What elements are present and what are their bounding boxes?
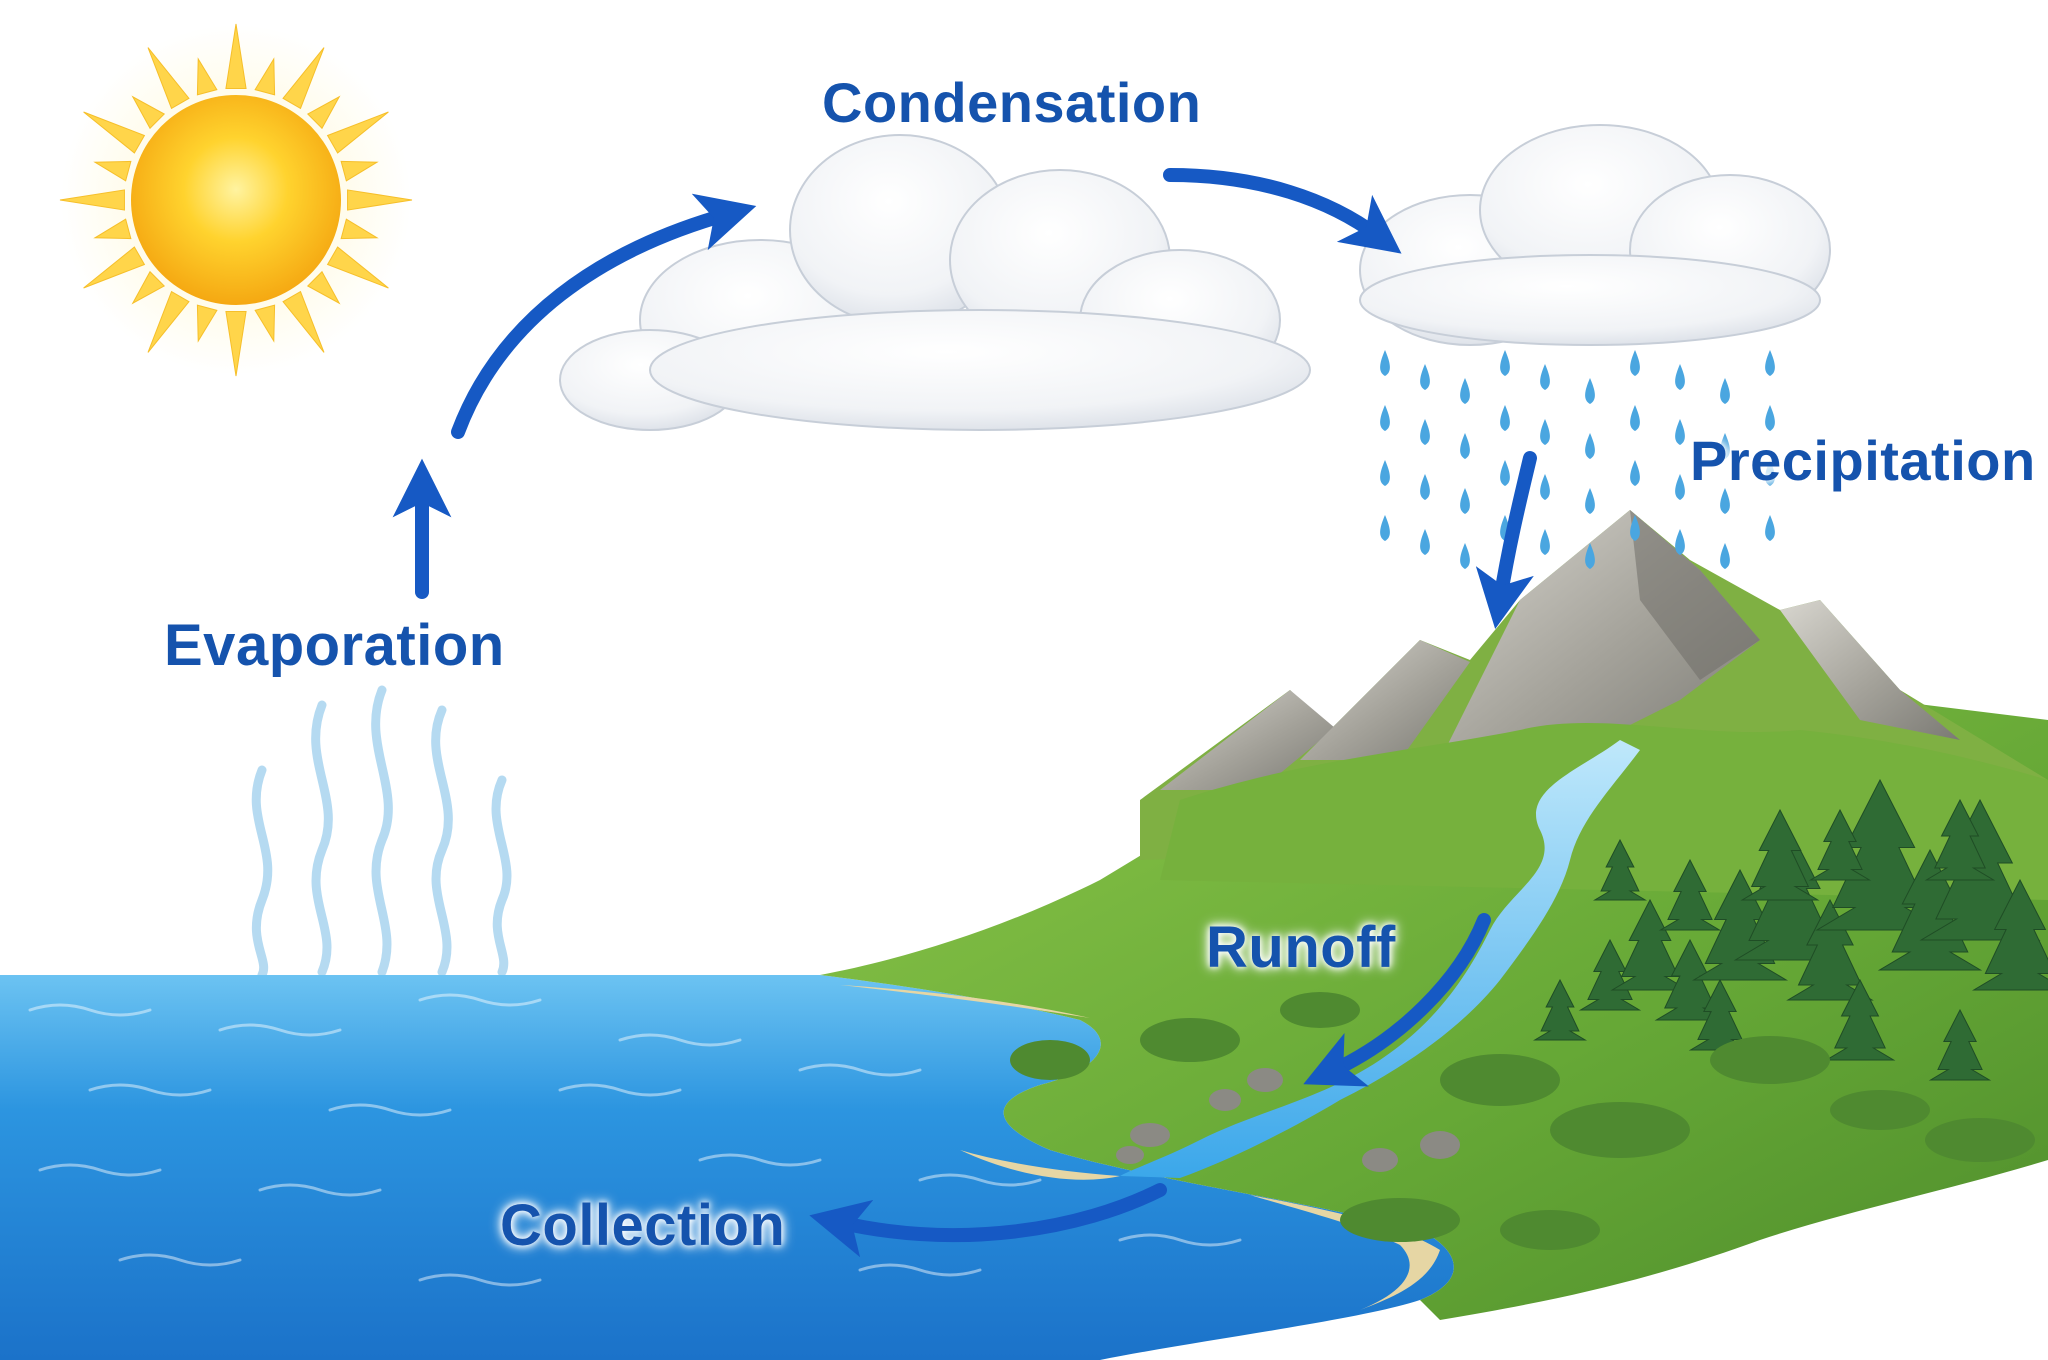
- sun-ray: [282, 290, 325, 353]
- raindrop: [1675, 529, 1685, 555]
- raindrop: [1720, 433, 1730, 459]
- raindrop: [1460, 543, 1470, 569]
- raindrop: [1420, 474, 1430, 500]
- raindrop: [1675, 419, 1685, 445]
- raindrop: [1585, 488, 1595, 514]
- label-evaporation: Evaporation: [164, 613, 505, 678]
- raindrop: [1675, 474, 1685, 500]
- tree: [1786, 898, 1874, 1001]
- tree: [1592, 838, 1648, 901]
- tree: [1928, 1008, 1992, 1081]
- raindrop: [1675, 364, 1685, 390]
- ocean: [0, 975, 1454, 1360]
- raindrop: [1460, 433, 1470, 459]
- tree: [1824, 978, 1896, 1061]
- sun-icon: [59, 23, 413, 377]
- raindrop: [1380, 515, 1390, 541]
- raindrop: [1585, 378, 1595, 404]
- sun-ray: [131, 95, 166, 130]
- tree: [1610, 898, 1690, 991]
- label-collection: Collection: [500, 1193, 786, 1258]
- raindrop: [1380, 405, 1390, 431]
- sun-ray: [225, 311, 247, 377]
- cloud-icon: [559, 124, 1831, 431]
- arrow-icon: [392, 168, 1537, 1258]
- raindrop: [1765, 350, 1775, 376]
- tree: [1578, 938, 1642, 1011]
- sun-ray: [59, 189, 125, 211]
- raindrop: [1420, 529, 1430, 555]
- sun-ray: [282, 47, 325, 110]
- raindrop: [1765, 460, 1775, 486]
- sun-ray: [347, 189, 413, 211]
- raindrop: [1540, 419, 1550, 445]
- raindrop: [1380, 460, 1390, 486]
- sun-ray: [196, 57, 218, 96]
- raindrop: [1540, 474, 1550, 500]
- raindrop: [1765, 515, 1775, 541]
- label-condensation: Condensation: [822, 71, 1202, 134]
- sun-ray: [196, 304, 218, 343]
- tree: [1924, 798, 1996, 881]
- sun-ray: [147, 47, 190, 110]
- sun-ray: [326, 246, 389, 289]
- tree: [1808, 808, 1872, 881]
- raindrop: [1540, 364, 1550, 390]
- raindrop: [1585, 433, 1595, 459]
- tree-icon: [1532, 778, 2048, 1081]
- sun-ray: [83, 246, 146, 289]
- raindrop: [1630, 460, 1640, 486]
- raindrop: [1585, 543, 1595, 569]
- raindrop: [1720, 488, 1730, 514]
- raindrop: [1460, 488, 1470, 514]
- sun-ray: [131, 270, 166, 305]
- arrow-runoff: [1303, 913, 1491, 1087]
- label-precipitation: Precipitation: [1690, 429, 2036, 492]
- raindrop: [1380, 350, 1390, 376]
- sun-ray: [306, 270, 341, 305]
- sun-ray: [326, 111, 389, 154]
- sun-ray: [254, 304, 276, 343]
- tree: [1740, 808, 1820, 901]
- arrow-collection: [809, 1183, 1167, 1258]
- bushes: [1010, 992, 2035, 1250]
- raindrop: [1460, 378, 1470, 404]
- tree: [1658, 858, 1722, 931]
- river: [1120, 740, 1640, 1178]
- raindrop: [1630, 405, 1640, 431]
- sun-ray: [225, 23, 247, 89]
- tree: [1532, 978, 1588, 1041]
- vapor-icon: [251, 685, 512, 980]
- tree: [1971, 878, 2048, 991]
- raindrop: [1420, 419, 1430, 445]
- raindrop: [1630, 515, 1640, 541]
- arrow-cloud-to-cloud: [1163, 168, 1402, 254]
- raindrop: [1540, 529, 1550, 555]
- raindrop-icon: [1380, 350, 1775, 569]
- raindrop: [1500, 350, 1510, 376]
- raindrop: [1720, 378, 1730, 404]
- label-runoff: Runoff: [1206, 915, 1396, 980]
- sun-ray: [147, 290, 190, 353]
- sun-ray: [83, 111, 146, 154]
- sun-ray: [340, 218, 379, 240]
- raindrop: [1500, 460, 1510, 486]
- sun-ray: [306, 95, 341, 130]
- sun-ray: [93, 218, 132, 240]
- raindrop: [1720, 543, 1730, 569]
- rocks: [1116, 1068, 1460, 1172]
- raindrop: [1630, 350, 1640, 376]
- raindrop: [1420, 364, 1430, 390]
- raindrop: [1500, 405, 1510, 431]
- arrow-precipitation-down: [1475, 451, 1537, 629]
- arrow-rise-to-cloud: [451, 193, 757, 439]
- sun-ray: [93, 160, 132, 182]
- raindrop: [1765, 405, 1775, 431]
- sun-ray: [340, 160, 379, 182]
- sun-ray: [254, 57, 276, 96]
